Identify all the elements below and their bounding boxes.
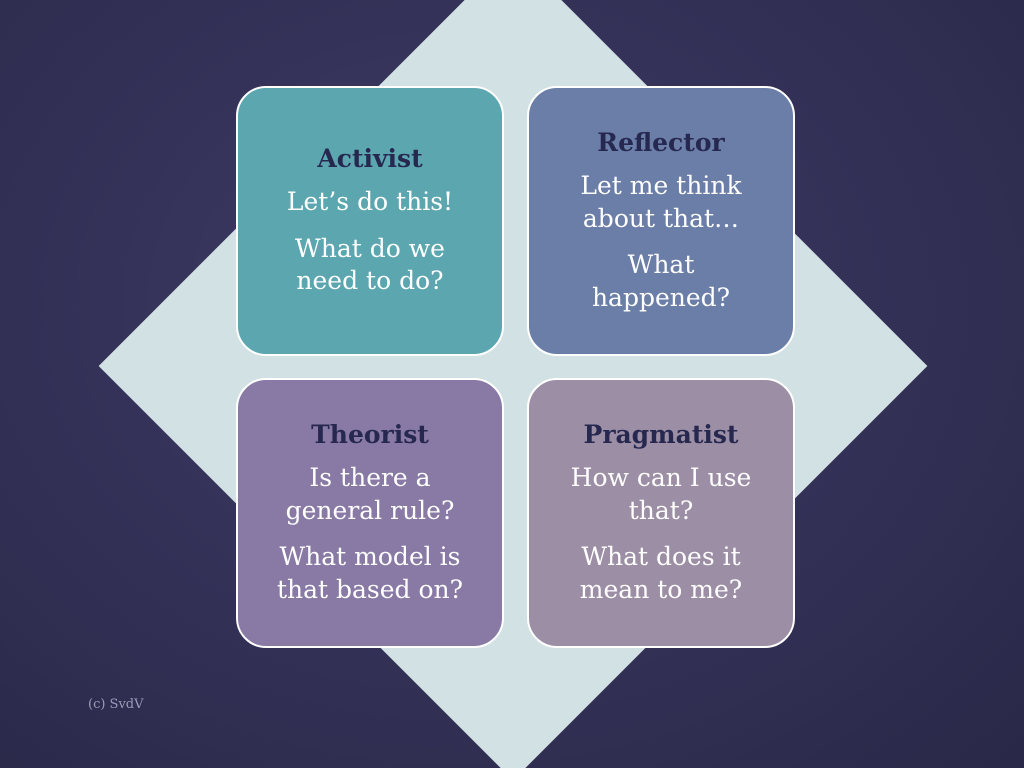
card-line: Let’s do this!	[286, 187, 454, 217]
copyright-text: (c) SvdV	[88, 697, 144, 712]
card-title: Activist	[317, 144, 423, 174]
card-line: What model is that based on?	[276, 542, 464, 604]
card-line: Is there a general rule?	[285, 463, 455, 525]
background-diamond	[98, 0, 928, 768]
card-line: How can I use that?	[570, 463, 752, 525]
card-title: Pragmatist	[583, 420, 739, 449]
card-line: What does it mean to me?	[579, 542, 743, 604]
card-title: Theorist	[311, 420, 429, 449]
card-theorist: Theorist Is there a general rule? What m…	[236, 378, 504, 648]
card-line: What happened?	[591, 250, 731, 312]
card-pragmatist: Pragmatist How can I use that? What does…	[527, 378, 795, 648]
card-title: Reflector	[597, 128, 725, 157]
card-reflector: Reflector Let me think about that… What …	[527, 86, 795, 356]
card-line: What do we need to do?	[295, 233, 445, 296]
card-activist: Activist Let’s do this! What do we need …	[236, 86, 504, 356]
card-line: Let me think about that…	[580, 171, 742, 233]
